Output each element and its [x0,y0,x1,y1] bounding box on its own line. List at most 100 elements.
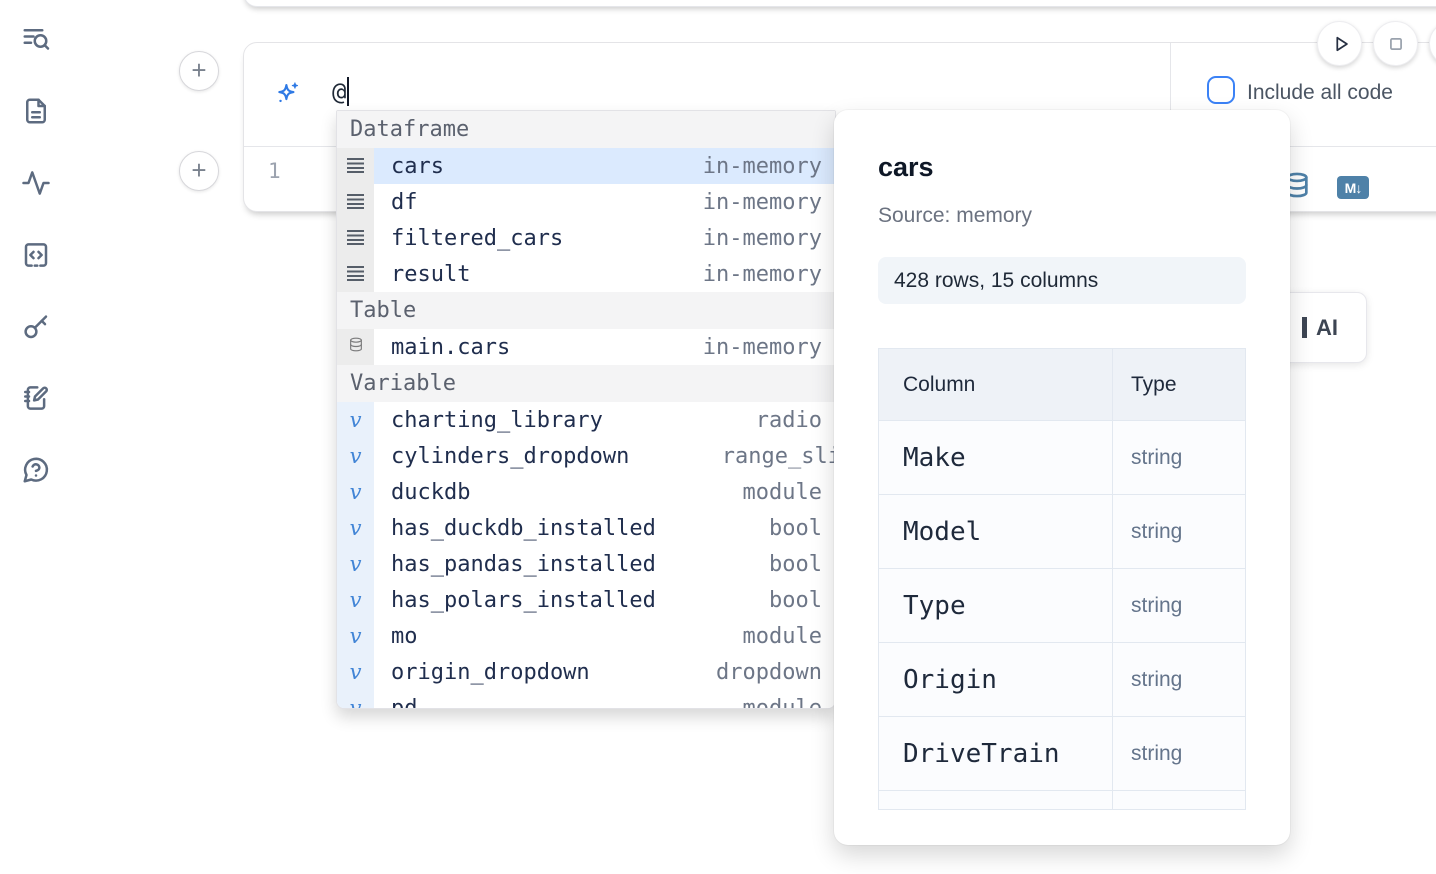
variable-v-icon: v [349,624,362,648]
autocomplete-dropdown: Dataframe cars in-memory df in-memory [336,110,836,709]
column-type: string [1131,741,1183,765]
list-search-icon[interactable] [20,23,52,55]
preview-title: cars [878,152,934,182]
item-name: cars [391,153,444,179]
item-detail: module [742,623,822,649]
column-name: Make [903,442,966,473]
variable-item-list: v charting_library radio v cylinders_dro… [337,402,835,709]
autocomplete-item[interactable]: v mo module [337,618,835,654]
autocomplete-item[interactable]: cars in-memory [337,148,835,184]
column-name: Origin [903,664,997,695]
item-name: mo [391,623,418,649]
key-icon[interactable] [20,310,52,342]
item-detail: in-memory [702,261,822,287]
notebook-pen-icon[interactable] [20,382,52,414]
section-header-table: Table [337,292,835,329]
previous-cell-edge [243,0,1436,7]
ai-button-label: AI [1316,314,1338,340]
table-row-partial [879,790,1245,809]
variable-v-icon: v [349,696,362,709]
autocomplete-item[interactable]: v pd module [337,690,835,709]
autocomplete-item[interactable]: v charting_library radio [337,402,835,438]
item-detail: range_sli [721,443,836,469]
play-icon [1335,36,1348,51]
column-name: Model [903,516,982,547]
add-cell-above-button[interactable] [179,51,219,91]
activity-icon[interactable] [20,167,52,199]
dataframe-rows-icon [347,158,364,174]
item-detail: radio [755,407,822,433]
item-name: df [391,189,418,215]
include-all-code-checkbox[interactable] [1207,76,1235,104]
autocomplete-item[interactable]: df in-memory [337,184,835,220]
autocomplete-item[interactable]: v duckdb module [337,474,835,510]
item-name: result [391,261,471,287]
markdown-convert-icon[interactable] [1337,176,1369,199]
variable-v-icon: v [349,588,362,612]
schema-header-row: Column Type [879,349,1245,420]
item-detail: module [742,695,822,709]
column-name: DriveTrain [903,738,1060,769]
column-header: Column [903,372,976,396]
variable-v-icon: v [349,480,362,504]
stop-icon [1389,37,1402,50]
item-detail: in-memory [702,153,822,179]
item-name: pd [391,695,418,709]
table-row: Type string [879,568,1245,642]
dataframe-rows-icon [347,194,364,210]
column-type: string [1131,445,1183,469]
shape-badge: 428 rows, 15 columns [878,257,1246,304]
stop-button[interactable] [1373,21,1418,66]
item-detail: bool [769,515,822,541]
dataframe-rows-icon [347,266,364,282]
type-header: Type [1112,349,1245,420]
variable-v-icon: v [349,552,362,576]
autocomplete-item[interactable]: v has_duckdb_installed bool [337,510,835,546]
section-header-dataframe: Dataframe [337,111,835,148]
add-cell-below-button[interactable] [179,151,219,191]
schema-table: Column Type Make string Model string [878,348,1246,810]
autocomplete-item[interactable]: result in-memory [337,256,835,292]
include-all-code-label: Include all code [1247,81,1393,104]
preview-source: Source: memory [878,204,1033,227]
item-name: duckdb [391,479,471,505]
code-square-icon[interactable] [20,239,52,271]
text-caret [347,77,350,106]
code-editor-row[interactable]: 1 [244,147,1436,211]
item-detail: dropdown [716,659,822,685]
clipped-letter [1302,317,1307,338]
prompt-value: @ [332,77,347,106]
autocomplete-item[interactable]: v origin_dropdown dropdown [337,654,835,690]
vertical-divider [1170,43,1171,146]
run-cell-button[interactable] [1317,21,1362,66]
variable-v-icon: v [349,444,362,468]
ai-prompt-input[interactable]: @ [332,77,350,106]
autocomplete-item[interactable]: main.cars in-memory [337,329,835,365]
autocomplete-item[interactable]: v cylinders_dropdown range_sli [337,438,835,474]
column-type: string [1131,519,1183,543]
item-name: has_pandas_installed [391,551,656,577]
autocomplete-item[interactable]: v has_polars_installed bool [337,582,835,618]
item-name: has_polars_installed [391,587,656,613]
file-text-icon[interactable] [20,95,52,127]
column-name: Type [903,590,966,621]
item-name: origin_dropdown [391,659,590,685]
cell-toolbar [1283,171,1369,204]
variable-v-icon: v [349,660,362,684]
item-detail: bool [769,551,822,577]
item-detail: module [742,479,822,505]
table-item-list: main.cars in-memory [337,329,835,365]
help-chat-icon[interactable] [20,454,52,486]
database-icon [348,336,364,358]
dataframe-rows-icon [347,230,364,246]
dataframe-item-list: cars in-memory df in-memory filtered [337,148,835,292]
autocomplete-item[interactable]: filtered_cars in-memory [337,220,835,256]
item-detail: in-memory [702,189,822,215]
item-detail: bool [769,587,822,613]
item-name: main.cars [391,334,511,360]
item-name: filtered_cars [391,225,564,251]
item-name: has_duckdb_installed [391,515,656,541]
item-name: cylinders_dropdown [391,443,630,469]
autocomplete-item[interactable]: v has_pandas_installed bool [337,546,835,582]
